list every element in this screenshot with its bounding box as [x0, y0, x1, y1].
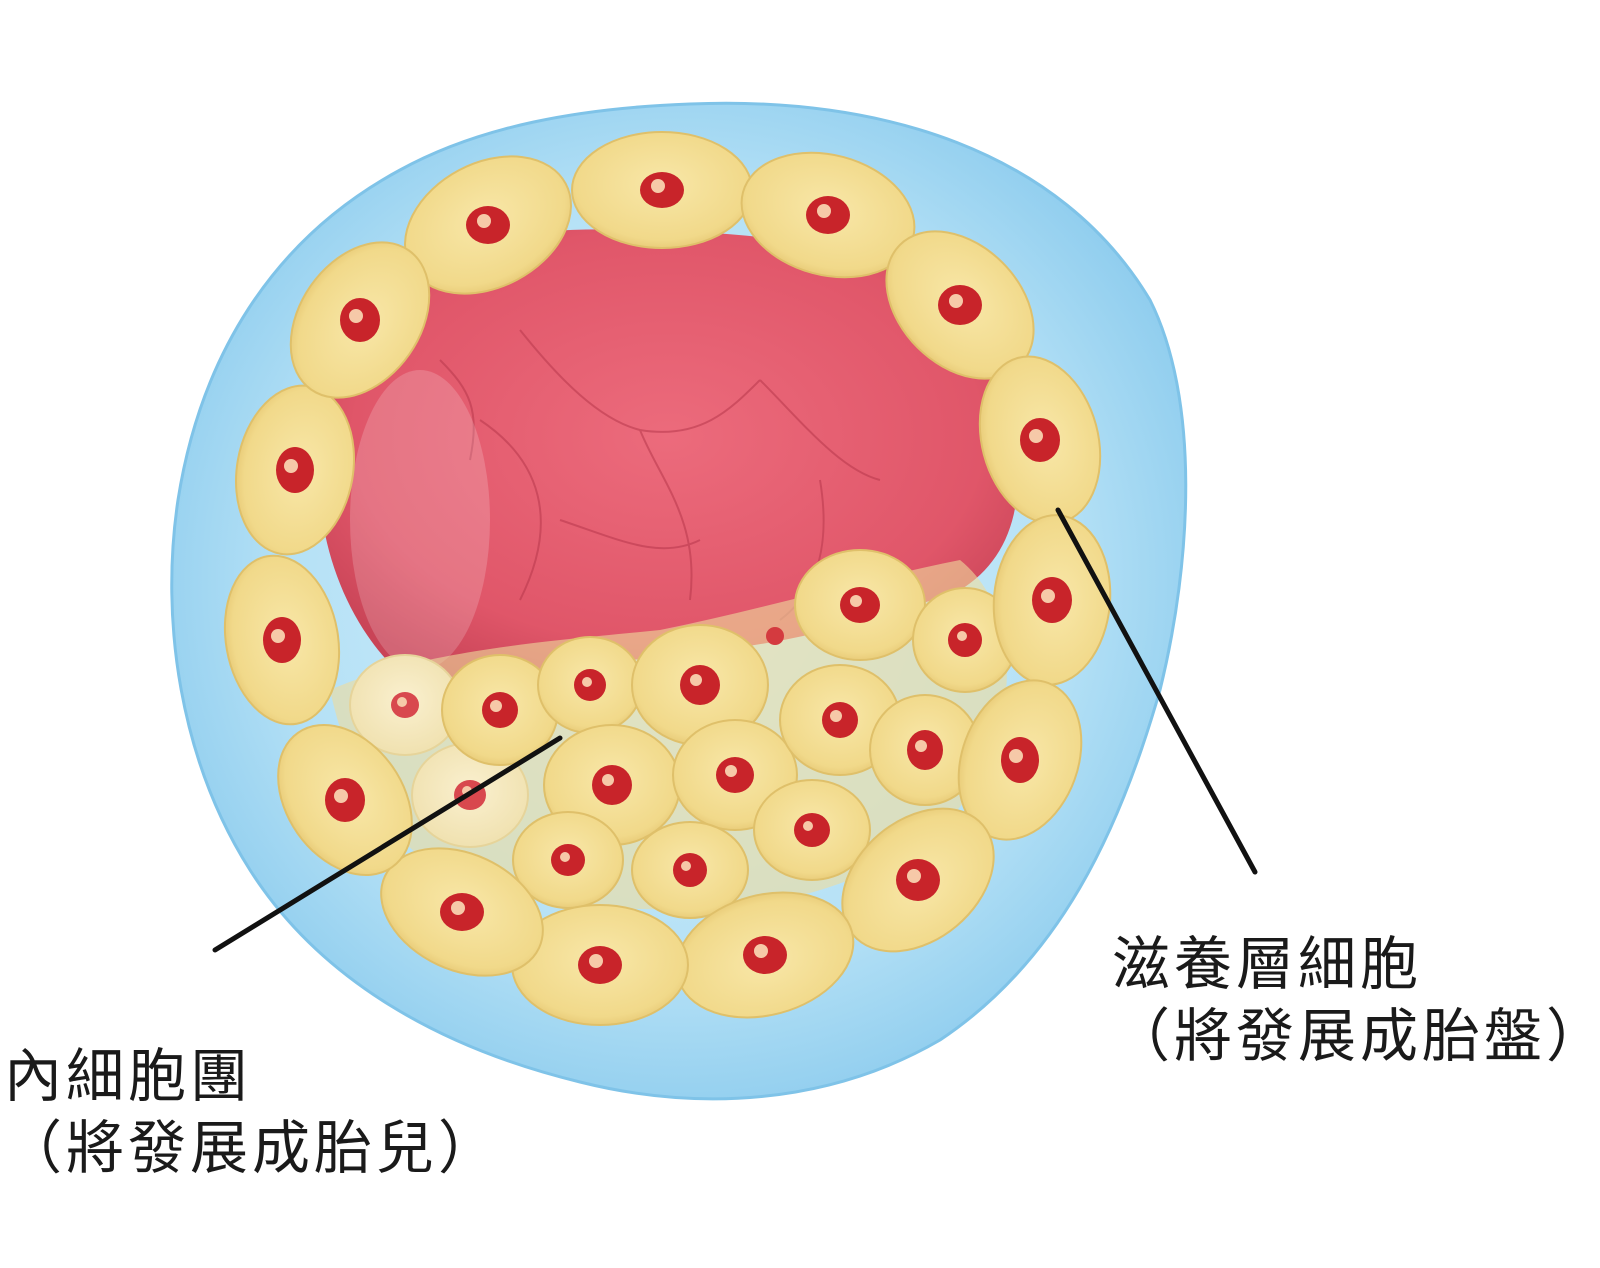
trophoblast-cell: [289, 241, 431, 399]
trophoblast-cell: [223, 554, 341, 726]
inner-cell-mass: [330, 549, 1018, 919]
trophoblast-cell: [957, 679, 1083, 841]
trophoblast-cell: [571, 131, 753, 249]
icm-cell: [869, 694, 981, 806]
icm-cell: [631, 821, 749, 919]
icm-cell: [794, 549, 926, 661]
trophoblast-cell: [511, 904, 689, 1026]
trophoblast-cell: [841, 807, 995, 953]
inner-cell-mass-title: 內細胞團: [4, 1042, 253, 1110]
trophoblast-ring: [223, 131, 1112, 1026]
cavity-glare: [350, 370, 490, 670]
trophoblast-title: 滋養層細胞: [1112, 930, 1423, 998]
inner-cell-mass-note: （將發展成胎兒）: [4, 1114, 501, 1182]
icm-cell: [912, 587, 1018, 693]
inner-cell-mass-label: 內細胞團 （將發展成胎兒）: [4, 1040, 500, 1184]
trophoblast-cell: [978, 355, 1102, 525]
trophoblast-cell: [380, 847, 544, 977]
trophoblast-cell: [235, 384, 355, 556]
trophoblast-cell: [277, 724, 413, 876]
trophoblast-leader-line: [1055, 507, 1258, 875]
icm-cell: [537, 636, 643, 734]
trophoblast-cell: [675, 891, 855, 1019]
icm-cell: [631, 624, 769, 746]
trophoblast-cell: [885, 230, 1035, 380]
icm-cell: [766, 627, 784, 645]
trophoblast-note: （將發展成胎盤）: [1112, 1002, 1600, 1070]
icm-cell: [441, 654, 559, 766]
icm-cell: [753, 779, 871, 881]
inner-cell-mass-leader-line: [212, 735, 563, 953]
trophoblast-label: 滋養層細胞 （將發展成胎盤）: [1112, 928, 1600, 1072]
